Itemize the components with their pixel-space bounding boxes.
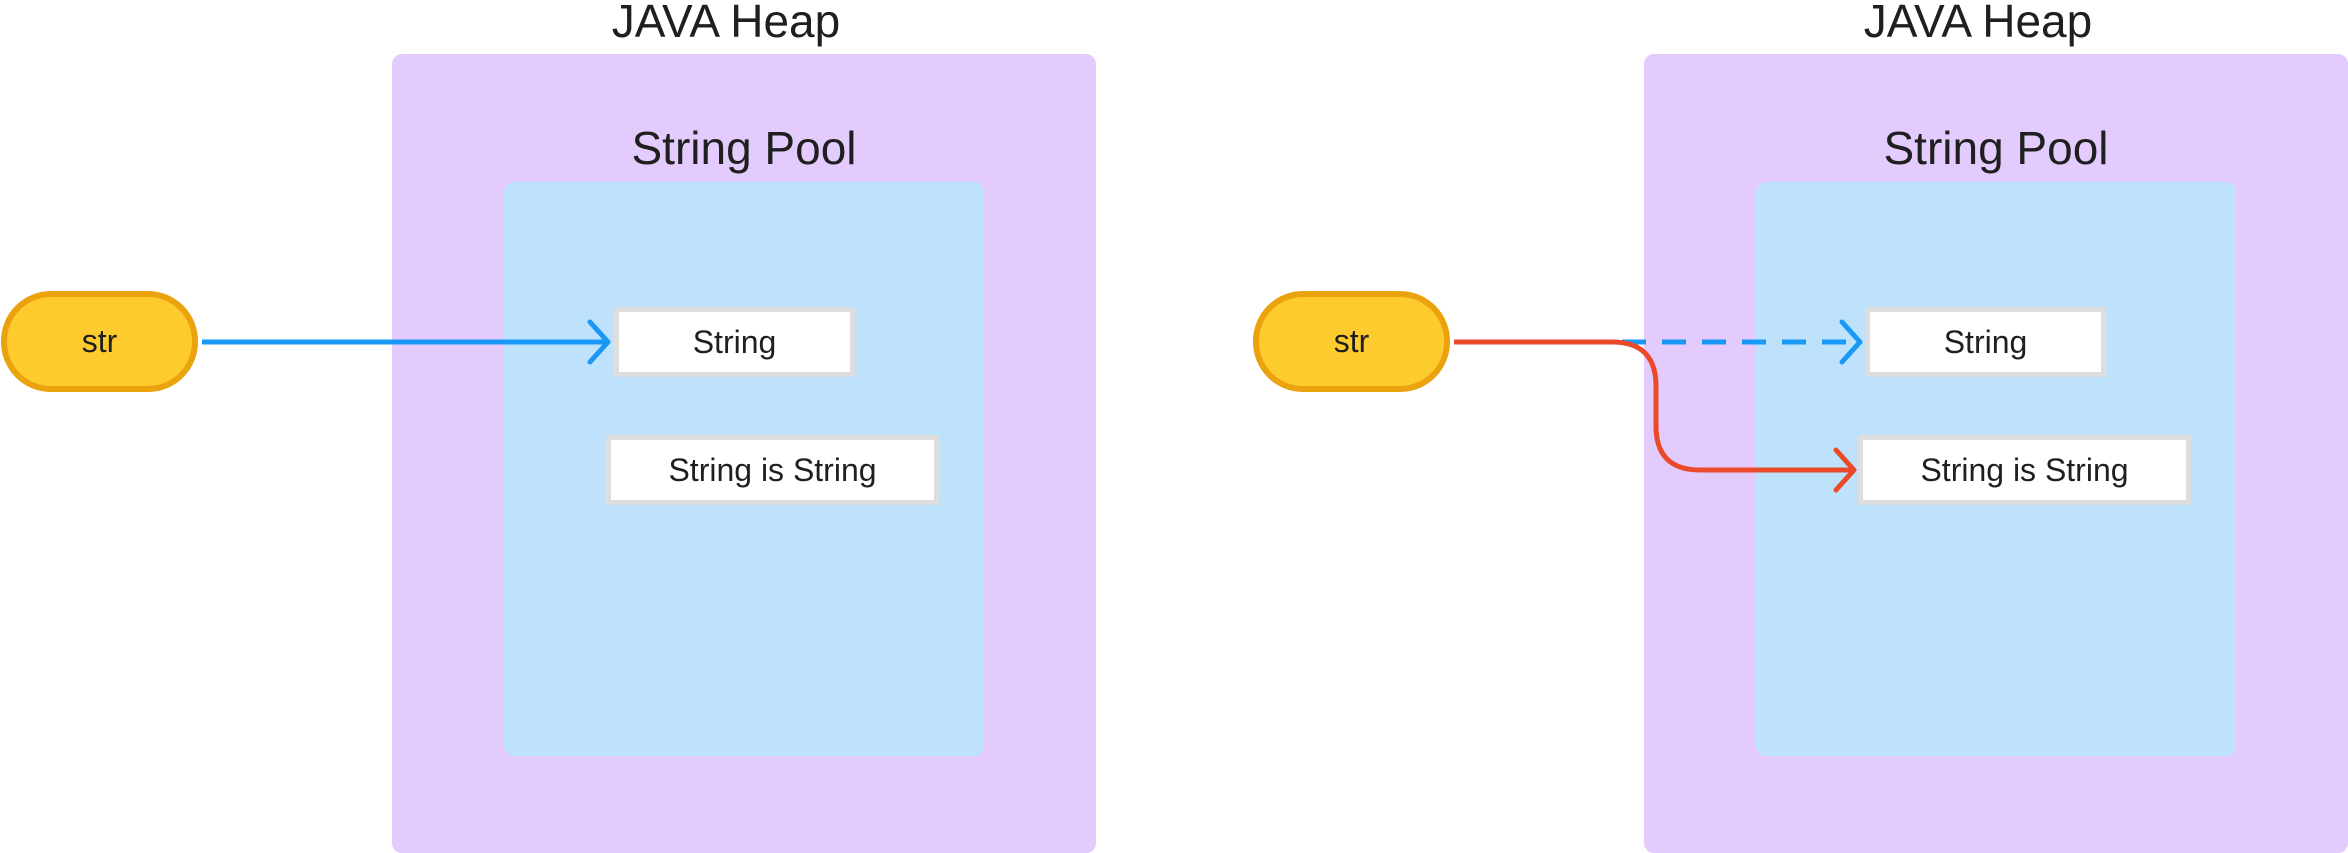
- left-heap-title: JAVA Heap: [611, 0, 841, 47]
- right-heap-title: JAVA Heap: [1863, 0, 2093, 47]
- left-string-object: String: [614, 307, 855, 377]
- right-str-reference: str: [1253, 291, 1450, 392]
- left-str-reference: str: [1, 291, 198, 392]
- left-string-is-string-object: String is String: [606, 435, 939, 505]
- right-string-is-string-object: String is String: [1858, 435, 2191, 505]
- right-pool-title: String Pool: [1883, 122, 2109, 174]
- left-pool-title: String Pool: [631, 122, 857, 174]
- right-string-object: String: [1865, 307, 2106, 377]
